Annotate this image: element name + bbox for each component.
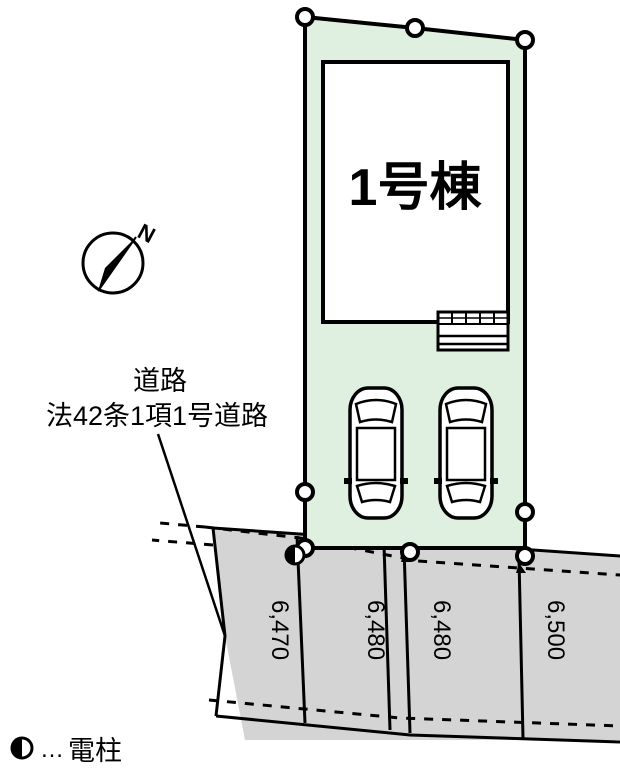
road-dashed-extension-left-2 xyxy=(151,538,214,547)
utility-pole-symbol xyxy=(10,736,34,760)
stairs-element xyxy=(436,310,510,352)
parking-car-left xyxy=(344,386,408,520)
road-width-label-2: 6,480 xyxy=(362,600,389,660)
legend-label: 電柱 xyxy=(68,736,122,766)
road-width-label-1: 6,470 xyxy=(266,600,293,660)
road-tick-arrow-c xyxy=(516,563,526,573)
road-label-line2: 法42条1項1号道路 xyxy=(46,401,268,431)
compass-circle xyxy=(81,231,145,295)
survey-point xyxy=(515,502,535,522)
survey-point xyxy=(515,546,535,566)
parking-car-right xyxy=(434,386,498,520)
compass-needle-outline xyxy=(97,236,137,292)
road-divider-1 xyxy=(295,535,307,724)
road-divider-2 xyxy=(382,544,392,731)
utility-pole-marker xyxy=(284,544,306,566)
building-label: 1号棟 xyxy=(349,159,483,217)
road-label-line1: 道路 xyxy=(133,366,187,396)
road-area: 6,470 6,480 6,480 6,500 xyxy=(204,525,620,744)
road-bottom-edge xyxy=(215,714,620,744)
building-footprint xyxy=(321,60,510,324)
survey-point xyxy=(400,542,420,562)
road-label-leader-line xyxy=(156,433,227,637)
legend: … 電柱 xyxy=(10,736,122,766)
road-dashed-extension-left xyxy=(159,521,206,529)
road-divider-3 xyxy=(517,558,525,739)
road-divider-2b xyxy=(402,547,412,734)
legend-dots: … xyxy=(40,736,64,763)
survey-point xyxy=(405,18,425,38)
survey-point xyxy=(295,7,315,27)
survey-points xyxy=(295,7,535,566)
survey-point xyxy=(515,30,535,50)
survey-point xyxy=(295,482,315,502)
road-width-label-4: 6,500 xyxy=(542,600,569,660)
compass-rose: N xyxy=(81,219,159,295)
road-width-label-3: 6,480 xyxy=(428,600,455,660)
